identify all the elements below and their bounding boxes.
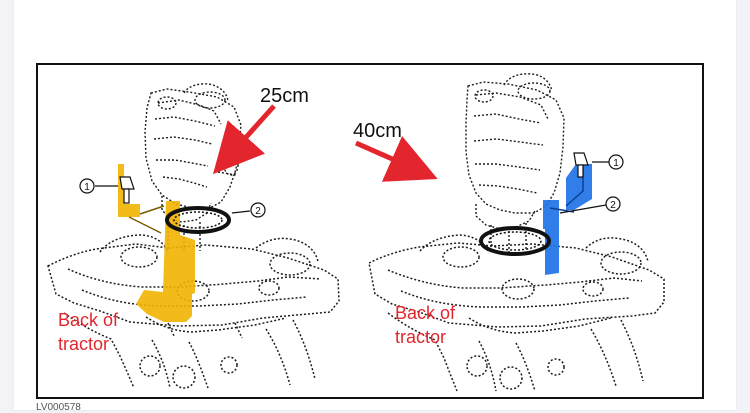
left-seal-ring (165, 206, 231, 234)
left-base-assembly (47, 234, 340, 389)
right-back-of-tractor-label: Back of tractor (395, 303, 456, 347)
left-bolt-callout-1 (79, 176, 135, 204)
left-ring-callout-2 (231, 202, 266, 218)
left-callout-1-text: 1 (84, 182, 90, 193)
right-panel-drawing (354, 73, 665, 392)
right-base-assembly (368, 234, 665, 392)
right-measurement-label: 40cm (353, 120, 402, 142)
right-blue-highlight (543, 163, 592, 275)
left-measurement-label: 25cm (260, 85, 309, 107)
right-callout-2-text: 2 (610, 200, 616, 211)
left-callout-2-text: 2 (255, 206, 261, 217)
left-red-arrow (212, 104, 276, 175)
right-ring-callout-2 (559, 196, 621, 214)
left-pump-body (144, 83, 242, 253)
left-panel-drawing (47, 83, 340, 389)
figure-frame: 1 2 1 2 25cm 40cm Back of tractor Back o… (36, 63, 704, 399)
right-seal-ring (479, 226, 551, 256)
right-callout-1-text: 1 (613, 158, 619, 169)
figure-reference-code: LV000578 (36, 402, 81, 413)
left-back-of-tractor-label: Back of tractor (58, 310, 119, 354)
figure-illustration: 1 2 1 2 (47, 73, 665, 392)
right-red-arrow (354, 135, 438, 182)
right-bolt-callout-1 (573, 152, 624, 178)
